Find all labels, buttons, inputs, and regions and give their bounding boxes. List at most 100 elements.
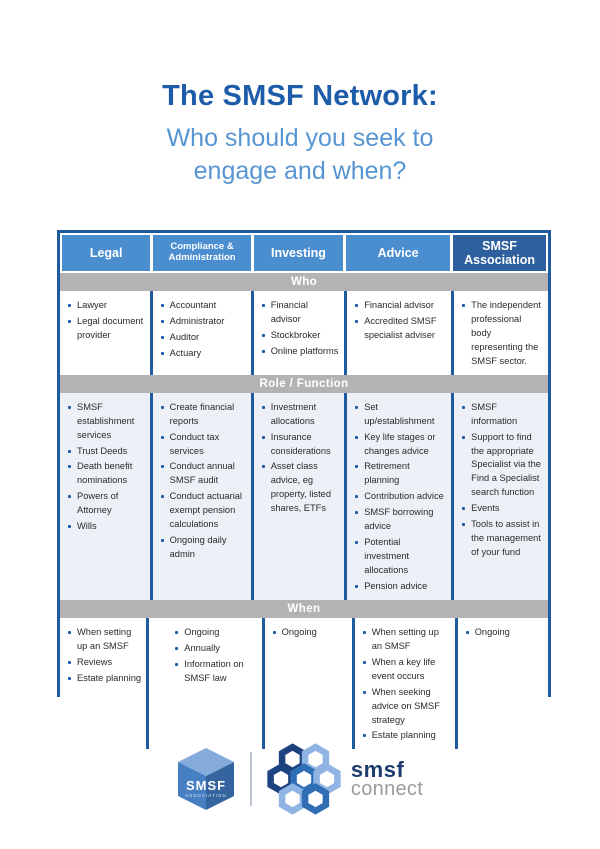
list-item-text: Stockbroker: [270, 329, 321, 340]
list-item: SMSF information: [462, 401, 543, 429]
footer-logos: SMSF ASSOCIATION smsf connect: [0, 740, 600, 818]
list-item: Legal document provider: [68, 315, 145, 343]
list-item-text: Conduct actuarial exempt pension calcula…: [169, 491, 242, 530]
list-item: Online platforms: [261, 345, 339, 359]
cube-right-face: [205, 762, 234, 810]
list-item: Conduct tax services: [160, 431, 246, 459]
list-item-text: Reviews: [77, 656, 113, 667]
bullet-icon: [272, 630, 276, 634]
list-item: Estate planning: [68, 672, 141, 686]
list-item: Actuary: [160, 347, 246, 361]
list-item: Stockbroker: [261, 329, 339, 343]
list-item: Powers of Attorney: [68, 490, 145, 518]
bullet-icon: [68, 465, 71, 469]
list-item-text: Powers of Attorney: [77, 491, 119, 516]
bullet-icon: [68, 676, 71, 680]
bullet-icon: [160, 335, 164, 339]
list-item: Ongoing daily admin: [160, 534, 246, 562]
assoc-logo-text: SMSF: [186, 778, 226, 793]
list-item-text: When a key life event occurs: [371, 656, 436, 681]
list-item: Wills: [68, 520, 145, 534]
bullet-icon: [68, 630, 71, 634]
bullet-icon: [355, 511, 359, 515]
list-item-text: Trust Deeds: [77, 445, 128, 456]
list-item-text: Retirement planning: [364, 461, 410, 486]
list-item-text: Potential investment allocations: [364, 537, 410, 575]
table-cell: Ongoing: [264, 617, 352, 750]
bullet-icon: [175, 662, 179, 666]
list-item: Create financial reports: [160, 401, 246, 429]
bullet-icon: [175, 646, 179, 650]
column-header-smsf-association: SMSF Association: [453, 235, 546, 271]
list-item-text: Key life stages or changes advice: [364, 431, 436, 456]
list-item-text: Financial advisor: [364, 300, 434, 310]
list-item-text: Death benefit nominations: [77, 461, 133, 486]
bullet-icon: [355, 495, 359, 499]
bullet-icon: [362, 734, 366, 738]
list-item: Tools to assist in the management of you…: [462, 518, 543, 560]
list-item: Key life stages or changes advice: [355, 431, 446, 459]
list-item-text: When setting up an SMSF: [371, 626, 439, 651]
hexagon-cluster-icon: [267, 743, 341, 815]
page-subtitle: Who should you seek to engage and when?: [166, 124, 434, 185]
table-header-row: Legal Compliance & Administration Invest…: [60, 233, 548, 273]
bullet-icon: [160, 405, 164, 409]
bullet-icon: [68, 405, 71, 409]
list-item-text: When seeking advice on SMSF strategy: [371, 686, 440, 725]
bullet-icon: [68, 660, 71, 664]
bullet-icon: [160, 465, 164, 469]
list-item-text: Pension advice: [364, 580, 428, 591]
column-header-legal: Legal: [62, 235, 151, 271]
connect-wordmark-smsf: smsf: [350, 757, 405, 782]
list-item: Ongoing: [175, 626, 256, 640]
list-item: Trust Deeds: [68, 445, 145, 459]
section-band-when: When: [60, 599, 548, 618]
list-item: Lawyer: [68, 299, 145, 313]
list-item-text: Administrator: [169, 315, 225, 326]
list-item-text: Accountant: [169, 300, 217, 310]
list-item: Administrator: [160, 315, 246, 329]
list-item: When a key life event occurs: [362, 656, 450, 684]
bullet-icon: [355, 319, 359, 323]
list-item-text: Conduct annual SMSF audit: [169, 461, 235, 486]
list-item: Reviews: [68, 656, 141, 670]
bullet-icon: [462, 507, 466, 511]
section-band-who: Who: [60, 273, 548, 291]
table-cell: The independent professional body repres…: [454, 291, 548, 375]
bullet-icon: [160, 351, 164, 355]
list-item-text: Events: [471, 503, 500, 514]
list-item-text: Auditor: [169, 331, 200, 342]
list-item: Investment allocations: [261, 401, 339, 429]
list-item-text: Ongoing: [281, 626, 317, 637]
list-item-text: Wills: [77, 521, 97, 532]
list-item: Death benefit nominations: [68, 460, 145, 488]
logo-divider: [249, 752, 252, 806]
list-item: Asset class advice, eg property, listed …: [261, 460, 339, 516]
bullet-icon: [160, 495, 164, 499]
list-item: Conduct annual SMSF audit: [160, 460, 246, 488]
list-item-text: Set up/establishment: [364, 401, 435, 426]
bullet-icon: [355, 435, 359, 439]
bullet-icon: [261, 349, 265, 353]
bullet-icon: [261, 435, 265, 439]
list-item: Annually: [175, 642, 256, 656]
bullet-icon: [362, 630, 366, 634]
list-item-text: When setting up an SMSF: [77, 626, 132, 651]
list-item-text: Estate planning: [77, 672, 142, 683]
smsf-connect-logo: smsf connect: [267, 740, 423, 818]
column-header-advice: Advice: [346, 235, 451, 271]
bullet-icon: [68, 495, 71, 499]
list-item-text: Contribution advice: [364, 491, 444, 502]
bullet-icon: [355, 465, 359, 469]
bullet-icon: [462, 435, 466, 439]
bullet-icon: [355, 304, 359, 307]
list-item-text: SMSF information: [471, 401, 518, 426]
list-item: Estate planning: [362, 729, 450, 743]
